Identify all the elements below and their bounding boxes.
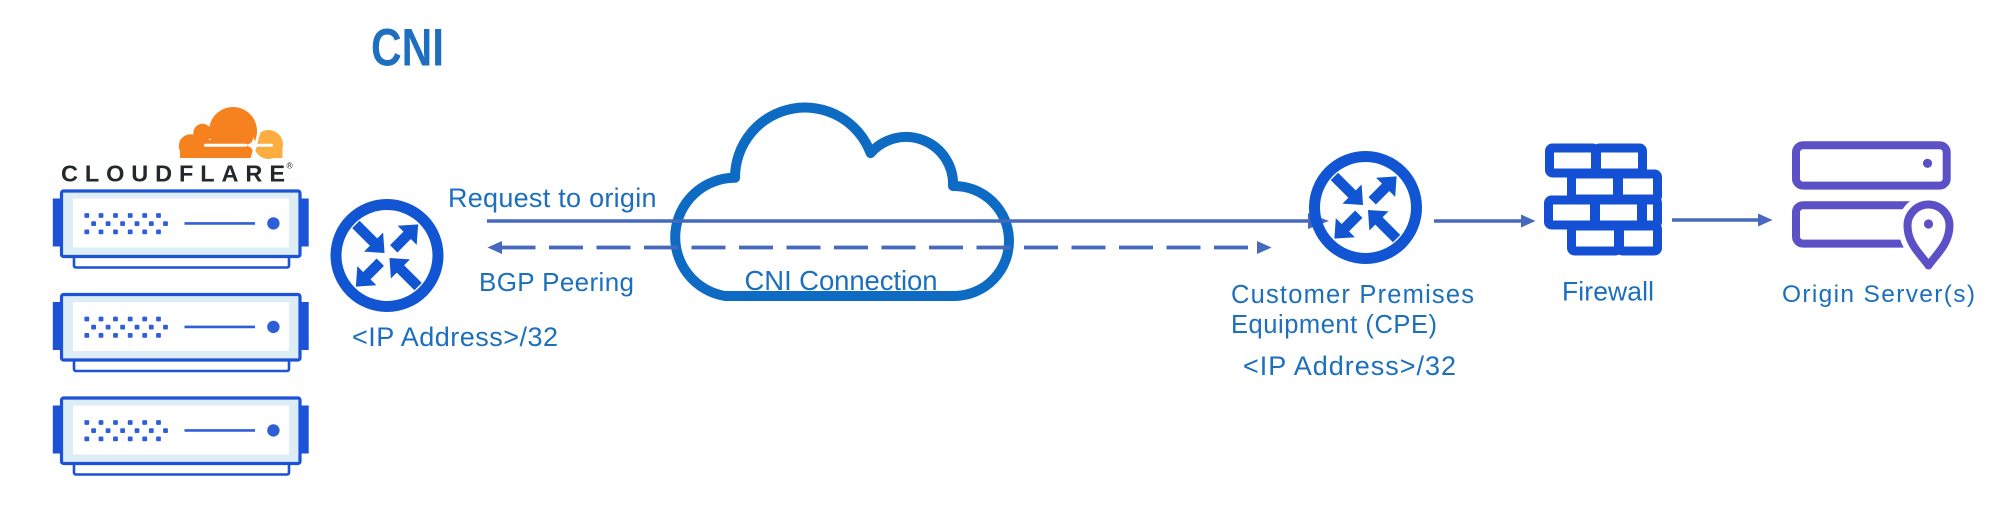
svg-text:Request to origin: Request to origin	[448, 183, 657, 213]
svg-text:®: ®	[287, 161, 294, 171]
svg-text:<IP Address>/32: <IP Address>/32	[1243, 351, 1456, 381]
svg-text:Customer Premises: Customer Premises	[1231, 281, 1474, 309]
svg-text:CNI Connection: CNI Connection	[745, 265, 938, 296]
svg-text:<IP Address>/32: <IP Address>/32	[352, 322, 558, 352]
svg-text:Equipment (CPE): Equipment (CPE)	[1231, 311, 1437, 339]
svg-text:Origin Server(s): Origin Server(s)	[1782, 281, 1975, 308]
svg-text:BGP Peering: BGP Peering	[479, 267, 634, 297]
svg-text:Firewall: Firewall	[1562, 277, 1654, 307]
svg-text:CNI: CNI	[371, 19, 444, 78]
